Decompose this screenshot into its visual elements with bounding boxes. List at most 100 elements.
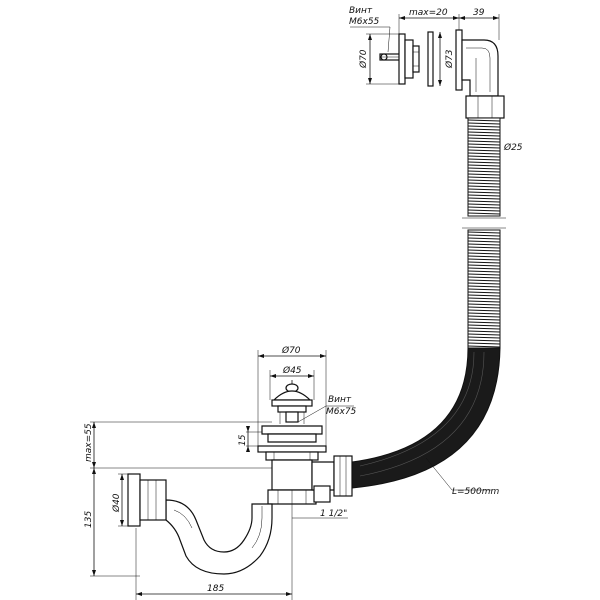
arrowhead bbox=[453, 16, 459, 20]
hose-rib bbox=[467, 276, 501, 279]
hose-rib bbox=[467, 249, 501, 252]
hose-rib bbox=[467, 140, 501, 143]
hose-rib bbox=[467, 339, 501, 342]
overflow-elbow bbox=[455, 29, 499, 97]
overflow-screw bbox=[379, 53, 401, 61]
drain-plug bbox=[271, 380, 313, 424]
hose-rib bbox=[467, 206, 501, 209]
arrowhead bbox=[246, 446, 250, 452]
arrowhead bbox=[320, 354, 326, 358]
d70-top-label: Ø70 bbox=[358, 49, 369, 69]
drain-body bbox=[267, 459, 317, 505]
dim-39-label: 39 bbox=[473, 8, 485, 18]
hose-rib bbox=[467, 185, 501, 188]
hose-rib bbox=[467, 131, 501, 134]
hose-rib bbox=[467, 194, 501, 197]
screw-top-size-label: M6x55 bbox=[349, 17, 380, 27]
hose-rib bbox=[467, 267, 501, 270]
hose-rib bbox=[467, 173, 501, 176]
hose-rib bbox=[467, 291, 501, 294]
d70-bottom-label: Ø70 bbox=[281, 345, 301, 356]
corrugated-hose-lower bbox=[351, 229, 501, 489]
dim-135-label: 135 bbox=[84, 511, 94, 528]
s-trap bbox=[165, 499, 273, 575]
hose-rib bbox=[467, 137, 501, 140]
hose-rib bbox=[467, 285, 501, 288]
hose-rib bbox=[467, 161, 501, 164]
arrowhead bbox=[270, 374, 276, 378]
hose-rib bbox=[467, 125, 501, 128]
hose-rib bbox=[467, 264, 501, 267]
hose-rib bbox=[467, 152, 501, 155]
hose-rib bbox=[467, 119, 501, 122]
arrowhead bbox=[92, 468, 96, 474]
hose-rib bbox=[467, 312, 501, 315]
d73-label: Ø73 bbox=[444, 49, 455, 69]
arrowhead bbox=[399, 16, 405, 20]
hose-rib bbox=[467, 128, 501, 131]
max-55-label: max=55 bbox=[84, 423, 94, 462]
screw-top-label: Винт bbox=[349, 6, 373, 16]
hose-rib bbox=[467, 146, 501, 149]
arrowhead bbox=[120, 474, 124, 480]
hose-rib bbox=[467, 143, 501, 146]
hose-rib bbox=[467, 191, 501, 194]
hose-rib bbox=[467, 324, 501, 327]
arrowhead bbox=[92, 422, 96, 428]
arrowhead bbox=[92, 462, 96, 468]
hose-rib bbox=[467, 333, 501, 336]
hose-rib bbox=[467, 188, 501, 191]
hose-rib bbox=[467, 282, 501, 285]
overflow-cover-plate bbox=[398, 33, 420, 85]
hose-rib bbox=[467, 158, 501, 161]
hose-rib bbox=[467, 297, 501, 300]
arrowhead bbox=[92, 570, 96, 576]
drain-flange bbox=[257, 425, 327, 461]
arrowhead bbox=[308, 374, 314, 378]
hose-rib bbox=[467, 203, 501, 206]
d25-label: Ø25 bbox=[503, 142, 523, 153]
hose-rib bbox=[467, 330, 501, 333]
arrowhead bbox=[438, 32, 442, 38]
hose-rib bbox=[467, 234, 501, 237]
drain-side-connector bbox=[311, 455, 353, 503]
trap-outlet-nut bbox=[127, 473, 167, 527]
hose-leader bbox=[425, 457, 453, 491]
arrowhead bbox=[258, 354, 264, 358]
hose-rib bbox=[467, 122, 501, 125]
hose-rib bbox=[467, 309, 501, 312]
corrugated-hose-upper bbox=[462, 117, 506, 229]
hose-rib bbox=[467, 261, 501, 264]
hose-rib bbox=[467, 315, 501, 318]
hose-rib bbox=[467, 164, 501, 167]
hose-rib bbox=[467, 342, 501, 345]
hose-rib bbox=[467, 258, 501, 261]
arrowhead bbox=[493, 16, 499, 20]
max-20-label: max=20 bbox=[409, 8, 448, 18]
hose-rib bbox=[467, 209, 501, 212]
screw-bottom-size-label: M6x75 bbox=[326, 407, 357, 417]
arrowhead bbox=[438, 80, 442, 86]
hose-rib bbox=[467, 231, 501, 234]
dimension-lines-top bbox=[350, 14, 500, 86]
arrowhead bbox=[368, 78, 372, 84]
arrowhead bbox=[459, 16, 465, 20]
hose-rib bbox=[467, 155, 501, 158]
arrowhead bbox=[368, 34, 372, 40]
hose-rib bbox=[467, 200, 501, 203]
hose-rib bbox=[467, 255, 501, 258]
hose-rib bbox=[467, 134, 501, 137]
hose-rib bbox=[467, 240, 501, 243]
hose-rib bbox=[467, 321, 501, 324]
hose-rib bbox=[467, 318, 501, 321]
hose-rib bbox=[467, 197, 501, 200]
d45-label: Ø45 bbox=[282, 365, 302, 376]
hose-rib bbox=[467, 306, 501, 309]
hose-rib bbox=[467, 288, 501, 291]
hose-rib bbox=[467, 149, 501, 152]
dimension-arrows bbox=[92, 16, 499, 596]
thread-label: 1 1/2" bbox=[320, 509, 347, 519]
hose-rib bbox=[467, 300, 501, 303]
d40-label: Ø40 bbox=[111, 493, 122, 513]
hose-rib bbox=[467, 246, 501, 249]
